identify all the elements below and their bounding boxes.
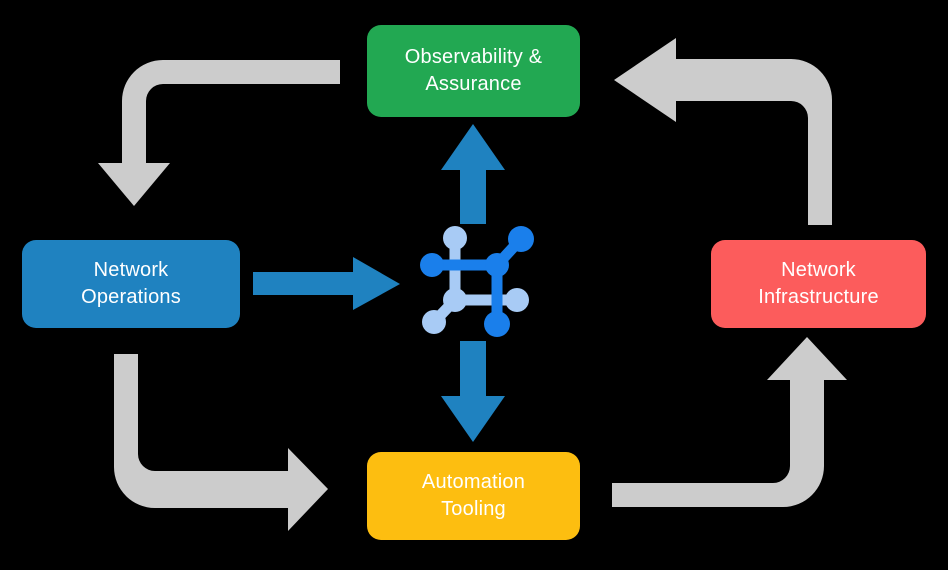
box-infrastructure-label: Network Infrastructure xyxy=(758,259,879,308)
network-icon-nodes xyxy=(420,226,534,337)
box-network-infrastructure[interactable]: Network Infrastructure xyxy=(711,240,926,328)
box-observability-assurance[interactable]: Observability & Assurance xyxy=(367,25,580,117)
gray-arrow-automation-to-infrastructure xyxy=(612,337,847,507)
network-icon-edges xyxy=(426,232,527,330)
blue-arrow-operations-to-center xyxy=(253,257,400,310)
gray-arrow-operations-to-automation xyxy=(114,354,328,531)
box-observability-label: Observability & Assurance xyxy=(404,46,543,95)
blue-arrow-center-to-observability xyxy=(441,124,505,224)
gray-arrow-infrastructure-to-observability xyxy=(614,38,832,225)
box-automation-tooling[interactable]: Automation Tooling xyxy=(367,452,580,540)
blue-arrow-center-to-automation xyxy=(441,341,505,442)
box-network-operations[interactable]: Network Operations xyxy=(22,240,240,328)
gray-arrow-observability-to-operations xyxy=(98,60,340,206)
box-automation-label: Automation Tooling xyxy=(421,471,526,520)
box-operations-label: Network Operations xyxy=(81,259,181,308)
